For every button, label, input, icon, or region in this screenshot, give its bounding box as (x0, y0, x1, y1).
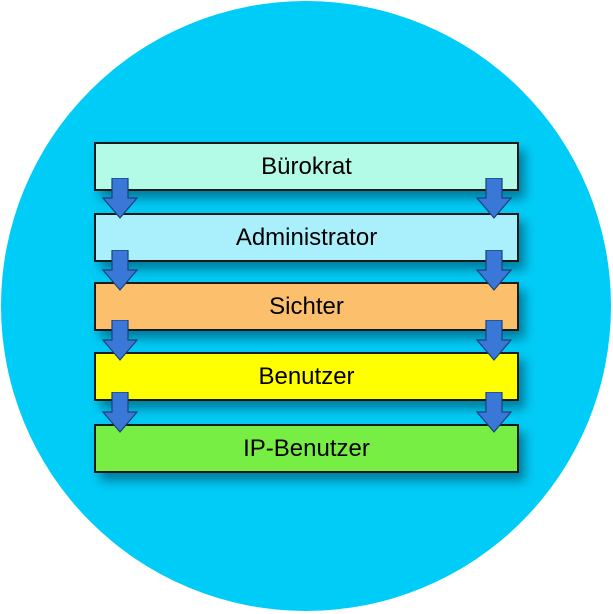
level-administrator: Administrator (94, 213, 519, 262)
arrow-down-icon (102, 320, 138, 361)
level-burokrat: Bürokrat (94, 142, 519, 191)
level-label: Bürokrat (261, 152, 352, 180)
level-sichter: Sichter (94, 282, 519, 331)
level-benutzer: Benutzer (94, 352, 519, 401)
arrow-down-icon (476, 320, 512, 361)
level-label: Administrator (235, 223, 378, 251)
level-label: Benutzer (258, 362, 355, 390)
arrow-down-icon (102, 392, 138, 433)
level-label: IP-Benutzer (243, 434, 370, 462)
arrow-down-icon (476, 392, 512, 433)
arrow-down-icon (102, 250, 138, 291)
arrow-down-icon (476, 178, 512, 219)
level-ip-benutzer: IP-Benutzer (94, 424, 519, 473)
arrow-down-icon (476, 250, 512, 291)
level-label: Sichter (269, 292, 344, 320)
arrow-down-icon (102, 178, 138, 219)
